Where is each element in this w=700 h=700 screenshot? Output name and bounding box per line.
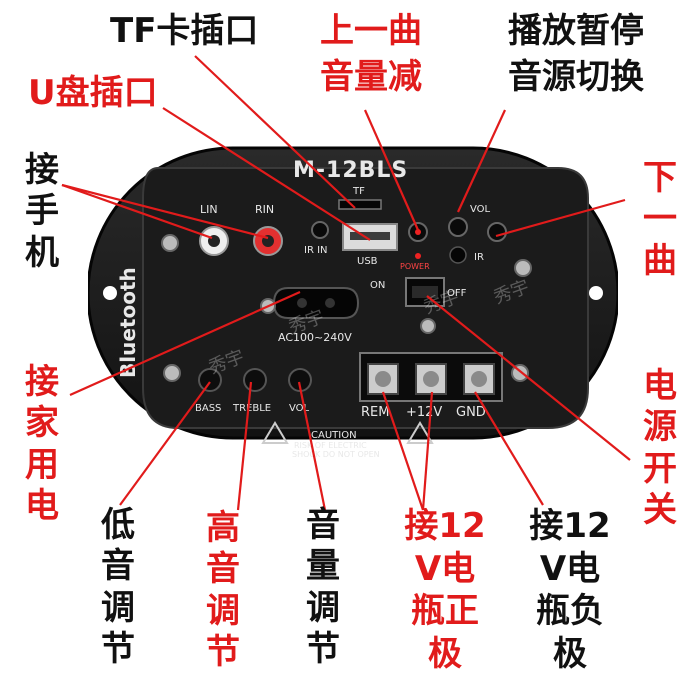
play-button xyxy=(448,217,468,237)
line-phone-l xyxy=(61,183,213,240)
line-usb xyxy=(162,107,371,241)
caution-line1: RISK OF ELECTRIC xyxy=(294,441,367,450)
mount-hole-right xyxy=(589,286,603,300)
treble-knob xyxy=(243,368,267,392)
screw xyxy=(161,234,179,252)
caution-line2: SHOCK DO NOT OPEN xyxy=(292,450,380,459)
label-phone-input: 接手机 xyxy=(25,150,59,273)
label-power-switch: 电源开关 xyxy=(643,366,677,531)
rin-label: RIN xyxy=(255,203,275,216)
power-led xyxy=(415,253,421,259)
off-label: OFF xyxy=(447,288,467,299)
tf-card-slot xyxy=(338,199,382,210)
treble-label: TREBLE xyxy=(233,403,272,414)
power-label: POWER xyxy=(400,262,430,271)
label-treble-adjust: 高音调节 xyxy=(206,508,240,673)
line-tf xyxy=(194,55,356,209)
line-plus12v xyxy=(421,391,434,511)
gnd-label: GND xyxy=(456,405,486,420)
amplifier-board: M-12BLS Bluetooth LIN RIN IR IN TF USB V… xyxy=(86,128,620,459)
line-treble xyxy=(236,381,253,511)
line-gnd xyxy=(474,391,544,506)
screw xyxy=(163,364,181,382)
caution-title: CAUTION xyxy=(311,430,357,441)
line-prev xyxy=(363,109,420,231)
next-button xyxy=(487,222,507,242)
tf-label: TF xyxy=(353,186,365,197)
label-battery-positive: 接12V电瓶正极 xyxy=(404,506,486,674)
label-play-pause: 播放暂停 xyxy=(508,11,644,51)
lin-label: LIN xyxy=(200,203,218,216)
plus12v-label: +12V xyxy=(406,405,443,420)
line-next xyxy=(495,198,626,238)
ir-window xyxy=(449,246,467,264)
screw xyxy=(514,259,532,277)
ir-label: IR xyxy=(474,252,484,263)
line-switch xyxy=(426,295,631,461)
line-rem xyxy=(381,391,425,511)
label-tf-slot: TF卡插口 xyxy=(110,11,259,51)
label-mains-power: 接家用电 xyxy=(25,362,59,527)
usb-label: USB xyxy=(357,256,378,267)
label-bass-adjust: 低音调节 xyxy=(101,505,135,670)
ir-in-jack xyxy=(311,221,329,239)
board-panel-shape xyxy=(86,146,620,444)
mount-hole-left xyxy=(103,286,117,300)
label-battery-negative: 接12V电瓶负极 xyxy=(529,506,611,674)
bass-label: BASS xyxy=(195,403,222,414)
screw xyxy=(420,318,436,334)
line-play xyxy=(457,109,506,213)
bass-knob xyxy=(198,368,222,392)
vol-knob-label: VOL xyxy=(289,403,310,414)
line-vol xyxy=(297,381,327,511)
vol-label: VOL xyxy=(470,204,491,215)
label-volume-down: 音量减 xyxy=(320,57,422,97)
ac-label: AC100~240V xyxy=(278,331,352,344)
label-prev-track: 上一曲 xyxy=(320,11,422,51)
label-volume-adjust: 音量调节 xyxy=(306,505,340,670)
label-next-track: 下一曲 xyxy=(643,158,677,281)
label-usb-slot: U盘插口 xyxy=(28,73,158,113)
rem-label: REM xyxy=(361,405,390,420)
ac-socket xyxy=(272,287,360,319)
line-bass xyxy=(119,381,211,506)
label-source-switch: 音源切换 xyxy=(508,57,644,97)
on-label: ON xyxy=(370,280,386,291)
line-ac xyxy=(69,290,301,397)
line-phone-r xyxy=(61,183,269,240)
irin-label: IR IN xyxy=(304,245,328,256)
